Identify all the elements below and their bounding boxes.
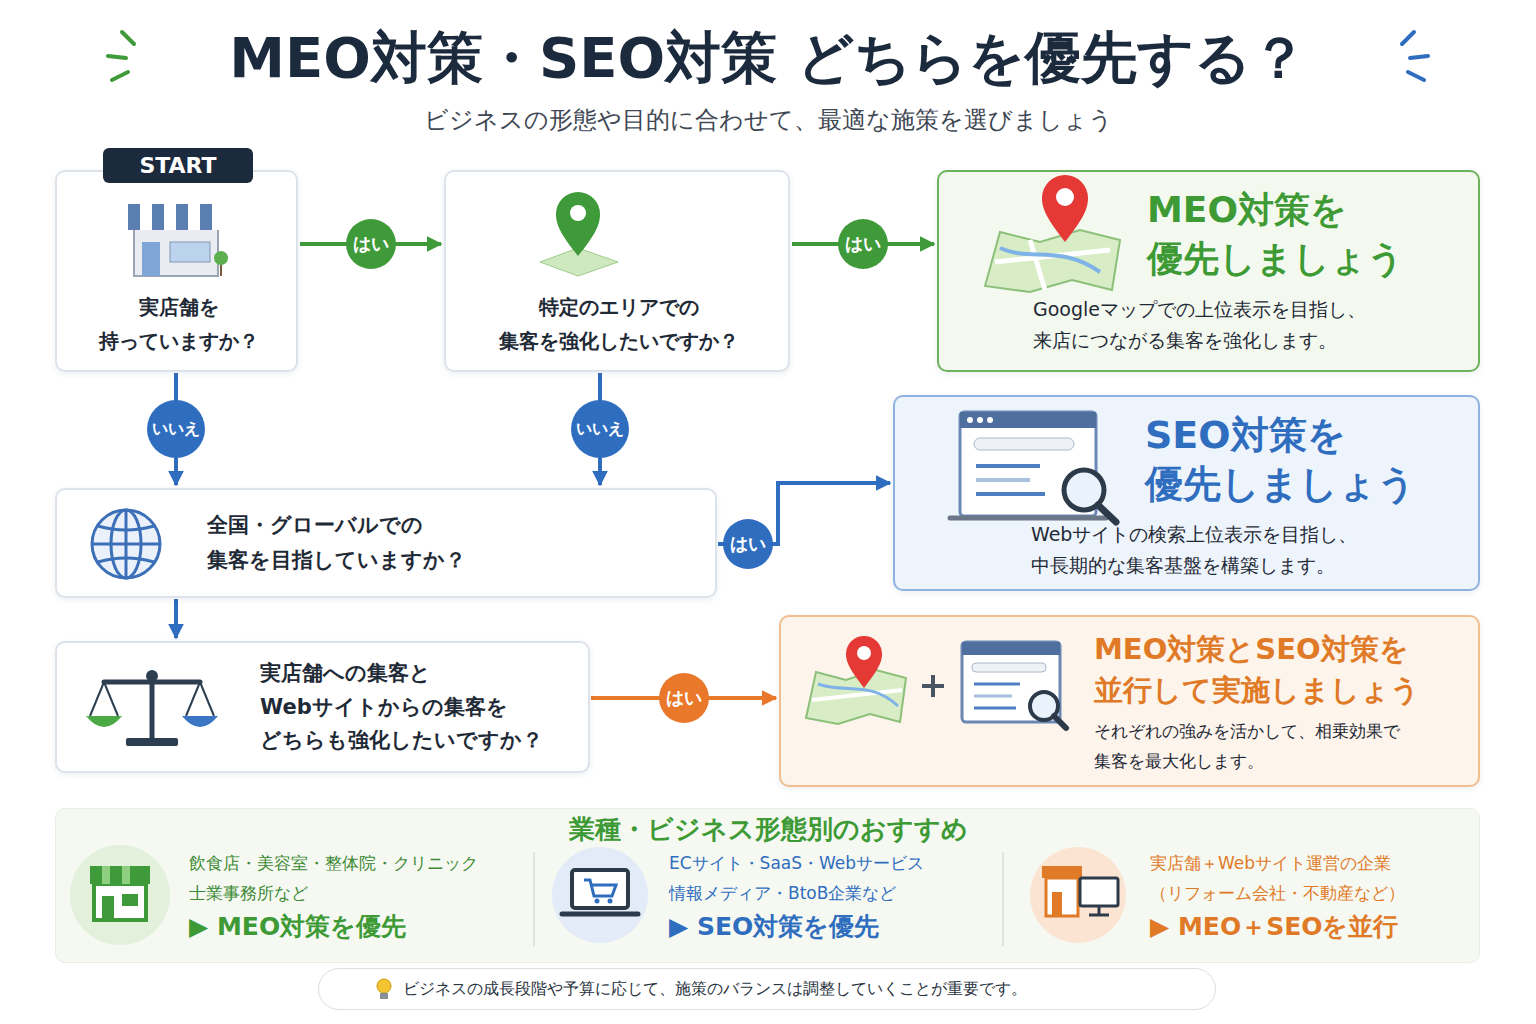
question-text: 特定のエリアでの 集客を強化したいですか？ bbox=[446, 290, 792, 358]
result-heading: SEO対策を 優先しましょう bbox=[1145, 411, 1465, 510]
edge-label: はい bbox=[838, 219, 888, 269]
recommend-item: ECサイト・SaaS・Webサービス 情報メディア・BtoB企業など▶ SEO対… bbox=[534, 845, 1004, 957]
note-text: ビジネスの成長段階や予算に応じて、施策のバランスは調整していくことが重要です。 bbox=[403, 977, 1203, 1001]
start-badge: START bbox=[103, 148, 253, 183]
text-slot: 実店舗＋Webサイト運営の企業 （リフォーム会社・不動産など） bbox=[1150, 849, 1475, 909]
text-slot: Webサイトの検索上位表示を目指し、 中長期的な集客基盤を構築します。 bbox=[1031, 519, 1471, 582]
text-slot: 実店舗への集客と Webサイトからの集客を どちらも強化したいですか？ bbox=[260, 657, 582, 758]
text-slot: はい bbox=[838, 219, 888, 269]
result-body: Webサイトの検索上位表示を目指し、 中長期的な集客基盤を構築します。 bbox=[1031, 519, 1471, 582]
result-box: MEO対策とSEO対策を 並行して実施しましょうそれぞれの強みを活かして、相乗効… bbox=[779, 615, 1480, 787]
edge-label: はい bbox=[346, 219, 396, 269]
business-types: ECサイト・SaaS・Webサービス 情報メディア・BtoB企業など bbox=[669, 849, 999, 909]
question-box: 特定のエリアでの 集客を強化したいですか？ bbox=[444, 170, 790, 372]
text-slot: 特定のエリアでの 集客を強化したいですか？ bbox=[446, 290, 792, 358]
question-box: 全国・グローバルでの 集客を目指していますか？ bbox=[55, 488, 717, 598]
text-slot: いいえ bbox=[571, 400, 629, 458]
text-slot: MEO対策を 優先しましょう bbox=[1147, 186, 1467, 283]
recommend-item: 実店舗＋Webサイト運営の企業 （リフォーム会社・不動産など）▶ MEO＋SEO… bbox=[1004, 845, 1479, 957]
title: MEO対策・SEO対策 どちらを優先する？ bbox=[0, 22, 1536, 95]
recommend-band: 業種・ビジネス形態別のおすすめ飲食店・美容室・整体院・クリニック 士業事務所など… bbox=[55, 808, 1480, 963]
result-body: それぞれの強みを活かして、相乗効果で 集客を最大化します。 bbox=[1094, 717, 1474, 777]
recommend-item: 飲食店・美容室・整体院・クリニック 士業事務所など▶ MEO対策を優先 bbox=[56, 845, 534, 957]
text-slot: SEO対策を 優先しましょう bbox=[1145, 411, 1465, 510]
text-slot: ECサイト・SaaS・Webサービス 情報メディア・BtoB企業など bbox=[669, 849, 999, 909]
band-heading: 業種・ビジネス形態別のおすすめ bbox=[496, 811, 1041, 847]
edge-label: いいえ bbox=[147, 400, 205, 458]
edge-label: はい bbox=[659, 673, 709, 723]
text-slot: ▶ SEO対策を優先 bbox=[669, 911, 999, 944]
text-slot: Googleマップでの上位表示を目指し、 来店につながる集客を強化します。 bbox=[1033, 294, 1473, 357]
text-slot: MEO対策とSEO対策を 並行して実施しましょう bbox=[1094, 629, 1474, 710]
text-slot: MEO対策・SEO対策 どちらを優先する？ bbox=[0, 22, 1536, 95]
text-slot: ビジネスの成長段階や予算に応じて、施策のバランスは調整していくことが重要です。 bbox=[403, 977, 1203, 1001]
note-pill: ビジネスの成長段階や予算に応じて、施策のバランスは調整していくことが重要です。 bbox=[318, 968, 1216, 1010]
text-slot: 全国・グローバルでの 集客を目指していますか？ bbox=[207, 508, 627, 577]
flow-arrow bbox=[174, 599, 178, 638]
result-heading: MEO対策とSEO対策を 並行して実施しましょう bbox=[1094, 629, 1474, 710]
recommendation: ▶ SEO対策を優先 bbox=[669, 911, 999, 944]
question-box: START実店舗を 持っていますか？ bbox=[55, 170, 298, 372]
edge-label: はい bbox=[723, 519, 773, 569]
recommendation: ▶ MEO対策を優先 bbox=[189, 911, 519, 944]
result-heading: MEO対策を 優先しましょう bbox=[1147, 186, 1467, 283]
recommendation: ▶ MEO＋SEOを並行 bbox=[1150, 911, 1475, 944]
result-box: MEO対策を 優先しましょう Googleマップでの上位表示を目指し、 来店につな… bbox=[937, 170, 1480, 372]
text-slot: ▶ MEO＋SEOを並行 bbox=[1150, 911, 1475, 944]
business-types: 飲食店・美容室・整体院・クリニック 士業事務所など bbox=[189, 849, 529, 909]
question-box: 実店舗への集客と Webサイトからの集客を どちらも強化したいですか？ bbox=[55, 641, 590, 773]
text-slot: 実店舗を 持っていますか？ bbox=[57, 290, 300, 358]
text-slot: はい bbox=[723, 519, 773, 569]
text-slot: 業種・ビジネス形態別のおすすめ bbox=[496, 811, 1041, 847]
subtitle: ビジネスの形態や目的に合わせて、最適な施策を選びましょう bbox=[0, 104, 1536, 138]
text-slot: いいえ bbox=[147, 400, 205, 458]
text-slot: はい bbox=[346, 219, 396, 269]
question-text: 実店舗を 持っていますか？ bbox=[57, 290, 300, 358]
text-slot: START bbox=[103, 148, 253, 183]
question-text: 全国・グローバルでの 集客を目指していますか？ bbox=[207, 508, 627, 577]
text-slot: ビジネスの形態や目的に合わせて、最適な施策を選びましょう bbox=[0, 104, 1536, 138]
text-slot: それぞれの強みを活かして、相乗効果で 集客を最大化します。 bbox=[1094, 717, 1474, 777]
text-slot: はい bbox=[659, 673, 709, 723]
business-types: 実店舗＋Webサイト運営の企業 （リフォーム会社・不動産など） bbox=[1150, 849, 1475, 909]
text-slot: 飲食店・美容室・整体院・クリニック 士業事務所など bbox=[189, 849, 529, 909]
text-slot: ▶ MEO対策を優先 bbox=[189, 911, 519, 944]
edge-label: いいえ bbox=[571, 400, 629, 458]
result-body: Googleマップでの上位表示を目指し、 来店につながる集客を強化します。 bbox=[1033, 294, 1473, 357]
result-box: SEO対策を 優先しましょう Webサイトの検索上位表示を目指し、 中長期的な集客… bbox=[893, 395, 1480, 591]
question-text: 実店舗への集客と Webサイトからの集客を どちらも強化したいですか？ bbox=[260, 657, 582, 758]
